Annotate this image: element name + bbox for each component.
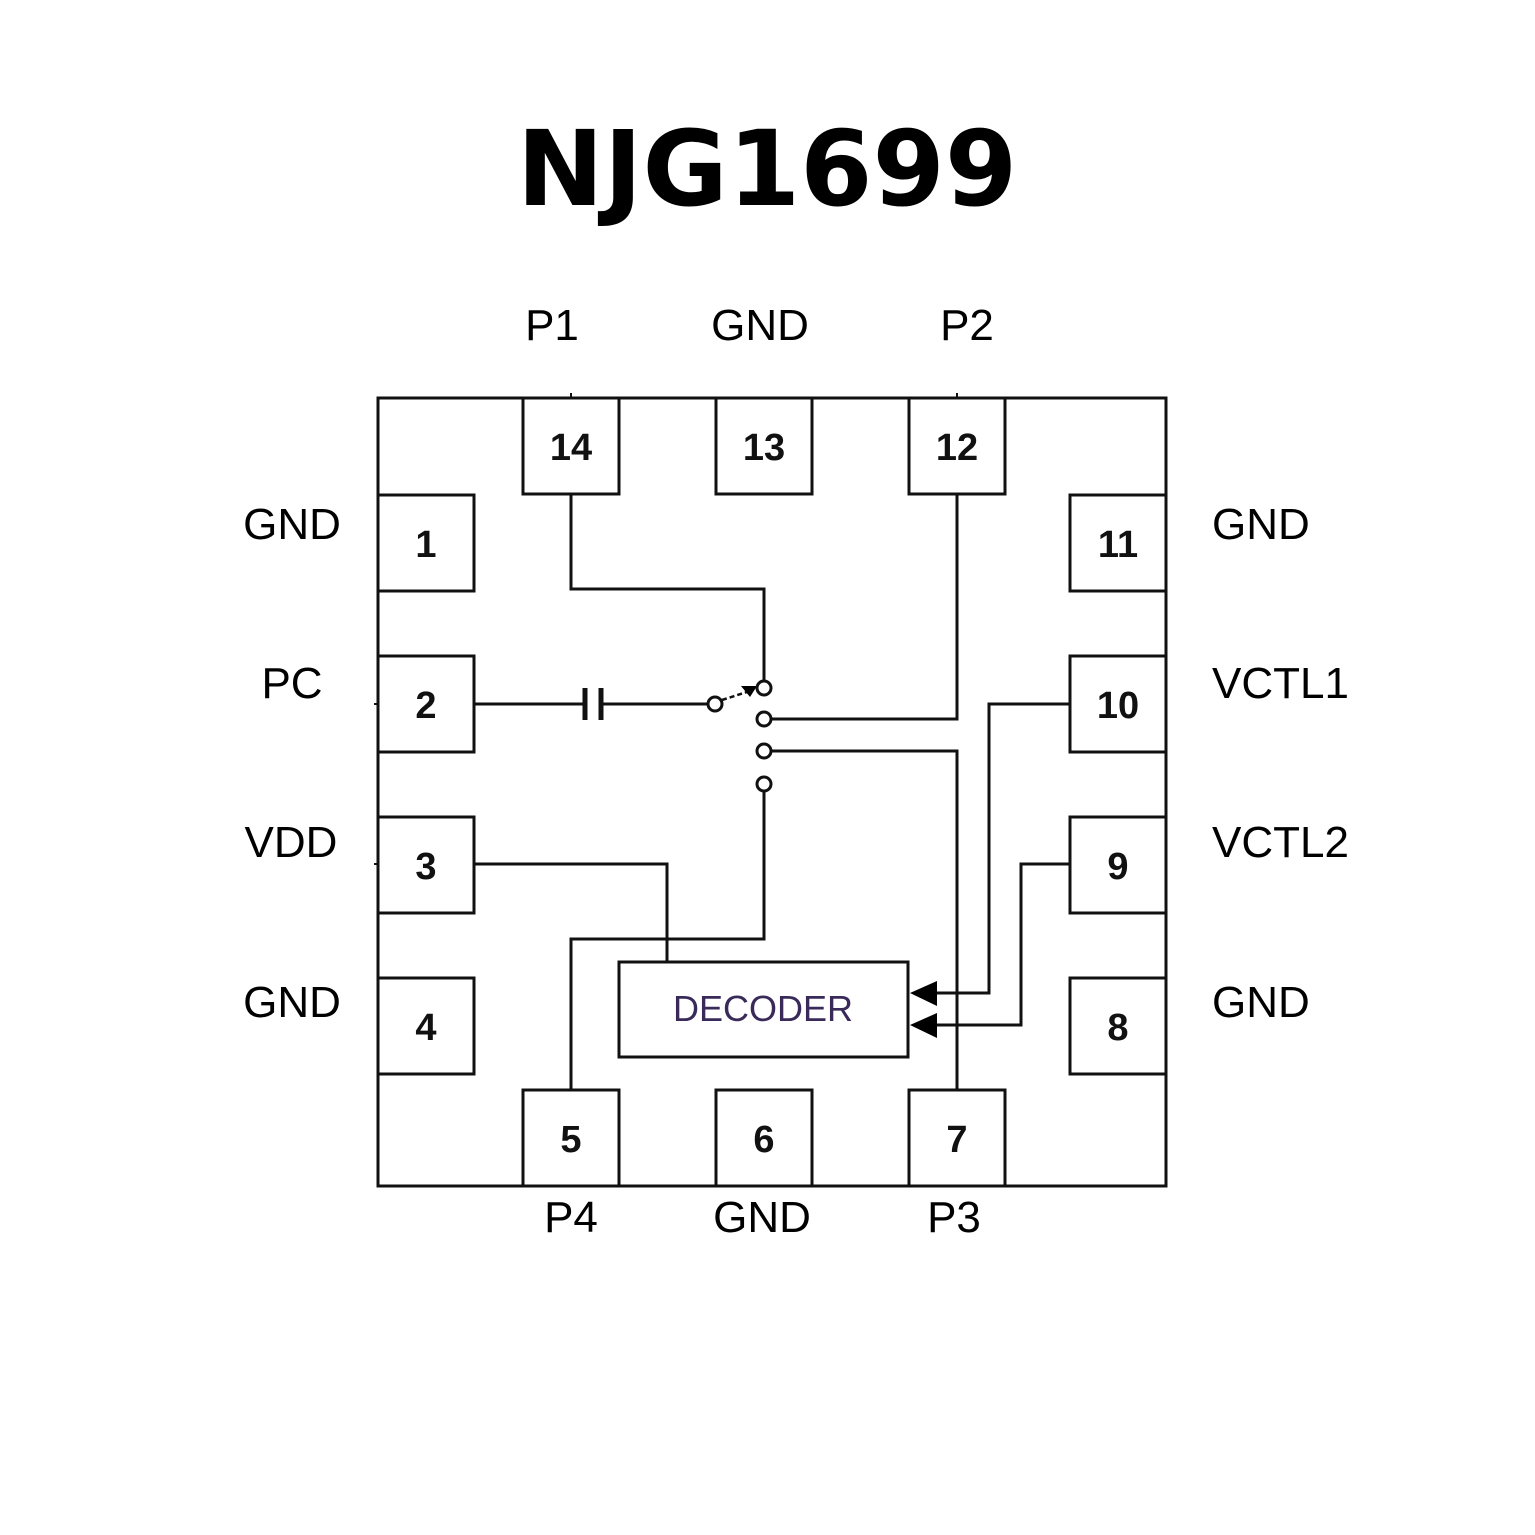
wire-vdd: [474, 862, 669, 962]
pin-label: VCTL1: [1212, 659, 1349, 708]
pin-label: PC: [261, 659, 322, 708]
package-outline: [376, 396, 1168, 1188]
pin-number: 5: [560, 1119, 581, 1161]
switch-node-4: [755, 775, 773, 793]
pin-label: GND: [243, 978, 341, 1027]
wire-vctl2: [928, 862, 1070, 1027]
pin-number: 3: [415, 846, 436, 888]
pin-label: P3: [927, 1193, 981, 1242]
pin-label: VDD: [245, 818, 338, 867]
switch-node-1: [755, 679, 773, 697]
decoder-block: [617, 960, 910, 1059]
pin-3: 3 VDD: [245, 815, 476, 915]
wire-vctl1: [928, 702, 1070, 995]
pin-label: P1: [525, 301, 579, 350]
pin-10: 10 VCTL1: [1068, 654, 1349, 754]
pin-11: 11 GND: [1068, 493, 1310, 593]
arrow-vctl2-icon: [910, 1013, 937, 1038]
wire-p2: [771, 494, 959, 721]
pin-label: GND: [713, 1193, 811, 1242]
pin-number: 6: [753, 1119, 774, 1161]
pin-number: 12: [936, 427, 978, 469]
pin-label: P2: [940, 301, 994, 350]
pin-number: 2: [415, 685, 436, 727]
pin-number: 8: [1107, 1007, 1128, 1049]
pin-2: 2 PC: [261, 654, 476, 754]
pin-label: GND: [1212, 500, 1310, 549]
pin-label: GND: [1212, 978, 1310, 1027]
pin-label: GND: [243, 500, 341, 549]
pin-number: 11: [1098, 524, 1138, 566]
pin-9: 9 VCTL2: [1068, 815, 1349, 915]
chip-title: NJG1699: [517, 108, 1018, 230]
pin-1: 1 GND: [243, 493, 476, 593]
pin-label: GND: [711, 301, 809, 350]
switch-node-2: [755, 710, 773, 728]
pin-4: 4 GND: [243, 976, 476, 1076]
pin-number: 9: [1107, 846, 1128, 888]
decoder-label: DECODER: [673, 988, 853, 1029]
pin-number: 13: [743, 427, 785, 469]
arrow-vctl1-icon: [910, 981, 937, 1006]
pin-number: 7: [946, 1119, 967, 1161]
pin-label: VCTL2: [1212, 818, 1349, 867]
pin-number: 10: [1097, 685, 1139, 727]
internal-wiring: [474, 494, 1070, 1090]
pin-6: 6 GND: [713, 1088, 814, 1242]
pin-number: 1: [415, 524, 436, 566]
wire-p1: [569, 494, 766, 681]
pin-label: P4: [544, 1193, 598, 1242]
pin-8: 8 GND: [1068, 976, 1310, 1076]
switch-common-node: [706, 695, 724, 713]
capacitor-icon: [582, 688, 604, 720]
pin-7: 7 P3: [907, 1088, 1007, 1242]
switch-node-3: [755, 742, 773, 760]
pin-number: 4: [415, 1007, 436, 1049]
pin-12: 12 P2: [907, 301, 1007, 496]
pin-number: 14: [550, 427, 592, 469]
pin-13: 13 GND: [711, 301, 814, 496]
wire-p3: [771, 749, 959, 1090]
sp4t-switch-icon: [706, 679, 773, 793]
pin-5: 5 P4: [521, 1088, 621, 1242]
